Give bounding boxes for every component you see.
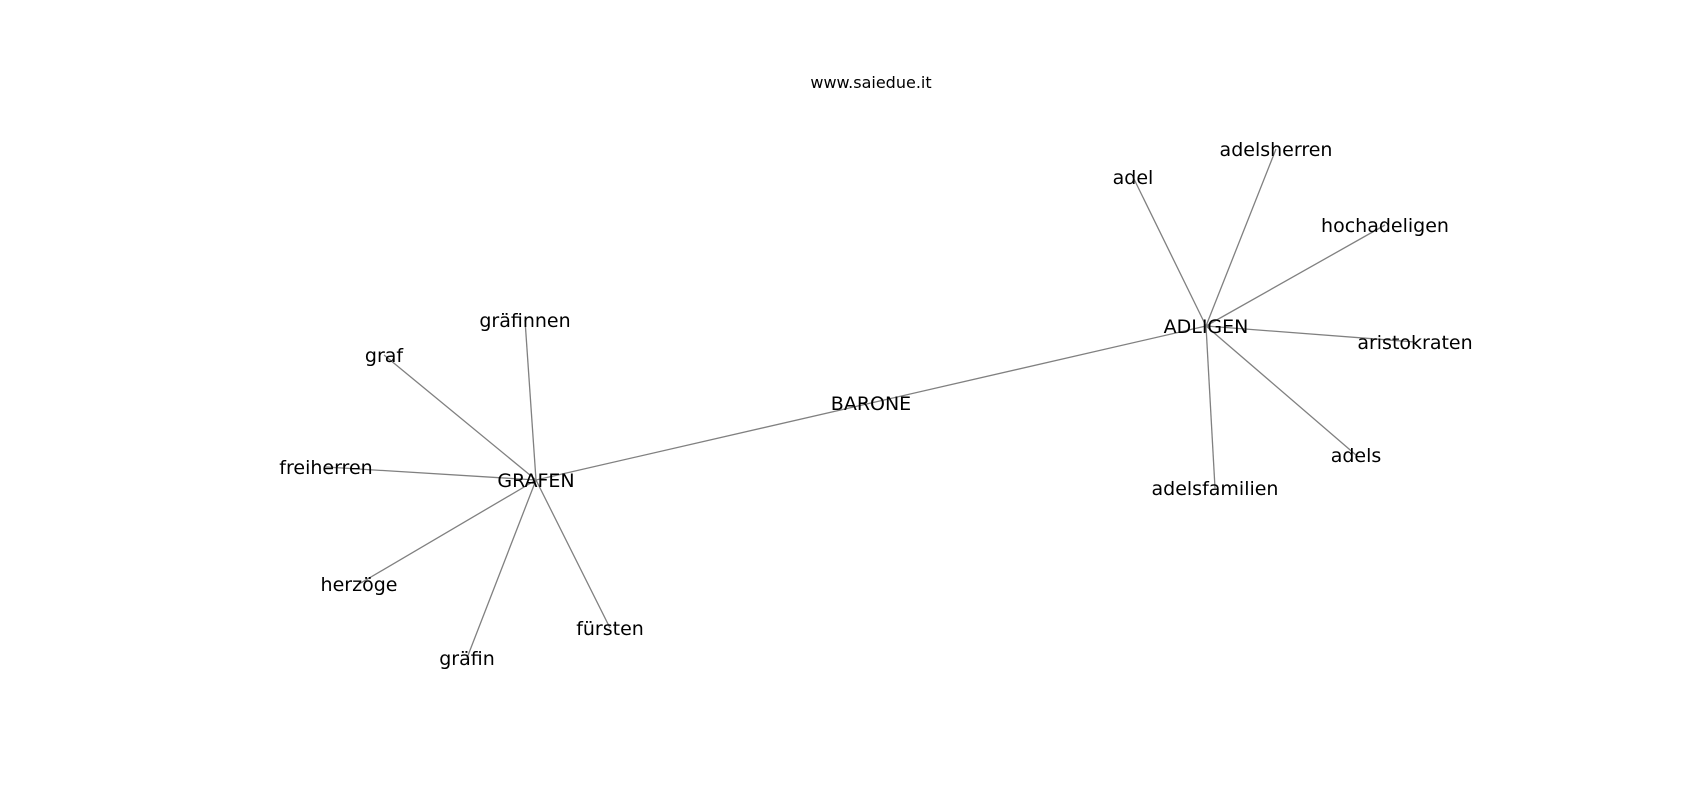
edge-adligen-adel bbox=[1132, 176, 1207, 327]
edge-adligen-adelsfamilien bbox=[1205, 325, 1216, 489]
node-label-adels: adels bbox=[1331, 445, 1382, 467]
node-label-fuersten: fürsten bbox=[576, 618, 644, 640]
edge-adligen-aristokraten bbox=[1205, 325, 1416, 343]
node-label-graefinnen: gräfinnen bbox=[479, 310, 570, 332]
node-label-aristokraten: aristokraten bbox=[1357, 332, 1472, 354]
edge-grafen-graefin bbox=[466, 479, 537, 659]
edge-adligen-hochadeligen bbox=[1205, 224, 1386, 327]
node-label-freiherren: freiherren bbox=[279, 457, 372, 479]
node-label-hochadeligen: hochadeligen bbox=[1321, 215, 1449, 237]
node-label-graefin: gräfin bbox=[439, 648, 495, 670]
edge-barone-adligen bbox=[870, 325, 1207, 404]
edge-grafen-herzoege bbox=[358, 479, 537, 585]
edge-grafen-fuersten bbox=[535, 479, 611, 629]
node-label-adligen: ADLIGEN bbox=[1164, 316, 1249, 338]
node-label-graf: graf bbox=[365, 345, 405, 367]
node-label-herzoege: herzöge bbox=[321, 574, 398, 596]
edge-grafen-graf bbox=[383, 354, 537, 481]
edge-adligen-adels bbox=[1205, 325, 1357, 456]
edge-grafen-freiherren bbox=[325, 466, 537, 481]
edge-adligen-adelsherren bbox=[1205, 148, 1277, 327]
watermark-text: www.saiedue.it bbox=[810, 73, 931, 92]
edge-grafen-graefinnen bbox=[524, 319, 537, 481]
node-label-adelsfamilien: adelsfamilien bbox=[1152, 478, 1279, 500]
node-label-adel: adel bbox=[1113, 167, 1154, 189]
node-label-barone: BARONE bbox=[831, 393, 911, 415]
node-label-grafen: GRAFEN bbox=[497, 470, 574, 492]
edge-barone-grafen bbox=[535, 402, 872, 481]
label-layer: BARONE GRAFEN ADLIGEN gräfinnen graf freiherr… bbox=[279, 139, 1472, 670]
node-label-adelsherren: adelsherren bbox=[1220, 139, 1333, 161]
edge-layer bbox=[325, 148, 1416, 659]
